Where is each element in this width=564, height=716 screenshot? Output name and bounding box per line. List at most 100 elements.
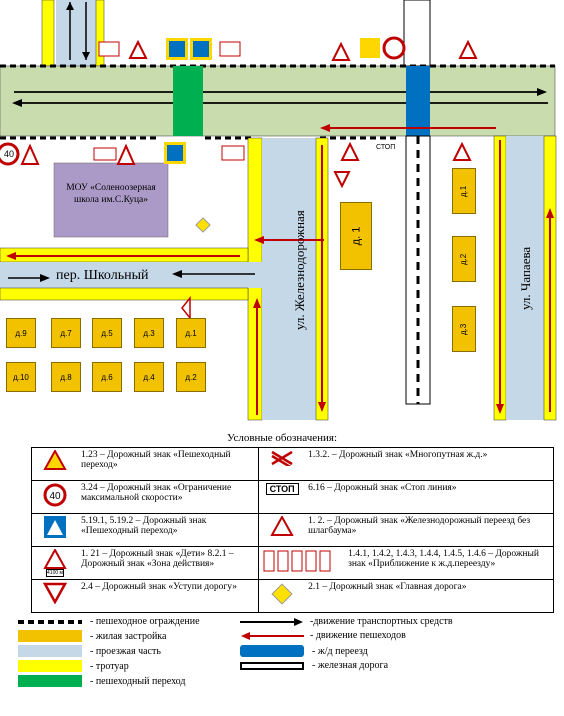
- house: д.2: [176, 362, 206, 392]
- key-railway: - железная дорога: [240, 660, 388, 671]
- key-label: - жилая застройка: [90, 630, 167, 642]
- pedestrian-crossing-icon: [35, 516, 75, 538]
- street-zheleznodorozhnaya-label: ул. Железнодорожная: [292, 210, 307, 330]
- legend-cell: 1.23 – Дорожный знак «Пешеходный переход…: [30, 447, 260, 481]
- key-housing: - жилая застройка: [18, 630, 166, 642]
- roadway: [56, 0, 96, 66]
- house-d1-big: д. 1: [340, 202, 372, 270]
- legend-text: 2.4 – Дорожный знак «Уступи дорогу»: [81, 582, 237, 592]
- legend-title: Условные обозначения:: [226, 432, 338, 444]
- house: д.6: [92, 362, 122, 392]
- legend-cell: 1.3.2. – Дорожный знак «Многопутная ж.д.…: [258, 447, 554, 481]
- house-label: д.6: [101, 372, 113, 382]
- legend-cell: 5.19.1, 5.19.2 – Дорожный знак «Пешеходн…: [30, 513, 260, 547]
- house-label: д.3: [143, 328, 155, 338]
- house: д.9: [6, 318, 36, 348]
- give-way-icon: [35, 582, 75, 604]
- key-vehicle-movement: -движение транспортных средств: [240, 616, 453, 627]
- stop-line-label: СТОП: [376, 144, 396, 151]
- multitrack-railway-icon: [262, 450, 302, 466]
- legend-cell: 2.4 – Дорожный знак «Уступи дорогу»: [30, 579, 260, 613]
- key-label: - пешеходный переход: [90, 675, 186, 687]
- sidewalk: [41, 0, 55, 67]
- children-sign-icon: 4100 м: [35, 549, 75, 577]
- sign-row-mid: [0, 141, 472, 321]
- key-crossing: - пешеходный переход: [18, 675, 185, 687]
- legend-text: 1.3.2. – Дорожный знак «Многопутная ж.д.…: [308, 450, 488, 460]
- sign-row-top: [98, 36, 478, 61]
- house-label: д. 1: [350, 226, 362, 246]
- house-label: д.5: [101, 328, 113, 338]
- house-label: д.10: [13, 372, 29, 382]
- key-label: - пешеходное ограждение: [90, 616, 200, 627]
- key-label: - ж/д переезд: [312, 645, 368, 657]
- key-label: - проезжая часть: [90, 645, 161, 657]
- legend-text: 1. 21 – Дорожный знак «Дети» 8.2.1 – Дор…: [81, 549, 234, 569]
- speed-limit-icon: 40: [35, 483, 75, 507]
- house-right: д.1: [452, 168, 476, 214]
- legend-row: 5.19.1, 5.19.2 – Дорожный знак «Пешеходн…: [30, 513, 554, 547]
- house: д.5: [92, 318, 122, 348]
- key-roadway: - проезжая часть: [18, 645, 161, 657]
- legend-cell: 1.4.1, 1.4.2, 1.4.3, 1.4.4, 1.4.5, 1.4.6…: [258, 546, 554, 580]
- school-label: МОУ «Соленоозерная школа им.С.Куца»: [66, 183, 156, 205]
- railway-approach-icon: [262, 549, 342, 573]
- map-canvas: [0, 0, 557, 421]
- legend-text: 3.24 – Дорожный знак «Ограничение максим…: [81, 483, 232, 503]
- rail-crossing: [406, 66, 430, 136]
- house-label: д.7: [60, 328, 72, 338]
- legend-row: 40 3.24 – Дорожный знак «Ограничение мак…: [30, 480, 554, 514]
- house-label: д.4: [143, 372, 155, 382]
- railway-crossing-no-barrier-icon: [262, 516, 302, 536]
- house-label: д.1: [459, 185, 469, 197]
- house: д.3: [134, 318, 164, 348]
- key-pedestrian-movement: - движение пешеходов: [240, 630, 406, 641]
- street-shkolny-label: пер. Школьный: [56, 268, 149, 283]
- zone-plate: 4100 м: [46, 569, 64, 577]
- house: д.4: [134, 362, 164, 392]
- house-right: д.3: [452, 306, 476, 352]
- key-label: - движение пешеходов: [310, 630, 406, 641]
- scheme-map: 40 СТОП МОУ «Соленоозерная школа им.С.Ку…: [0, 0, 557, 421]
- legend-text: 1.4.1, 1.4.2, 1.4.3, 1.4.4, 1.4.5, 1.4.6…: [348, 549, 539, 569]
- house: д.1: [176, 318, 206, 348]
- key-pedestrian-fence: - пешеходное ограждение: [18, 616, 200, 627]
- legend-row: 4100 м 1. 21 – Дорожный знак «Дети» 8.2.…: [30, 546, 554, 580]
- house: д.7: [51, 318, 81, 348]
- house-right: д.2: [452, 236, 476, 282]
- speed-limit-value: 40: [49, 491, 61, 502]
- speed-limit-value: 40: [3, 149, 14, 159]
- legend-cell: 4100 м 1. 21 – Дорожный знак «Дети» 8.2.…: [30, 546, 260, 580]
- legend-text: 5.19.1, 5.19.2 – Дорожный знак «Пешеходн…: [81, 516, 207, 536]
- main-roadway: [0, 65, 556, 137]
- legend-cell: СТОП 6.16 – Дорожный знак «Стоп линия»: [258, 480, 554, 514]
- house-label: д.9: [15, 328, 27, 338]
- stop-line-icon: СТОП: [262, 483, 302, 495]
- school-building: [53, 162, 169, 238]
- street-chapaeva-label: ул. Чапаева: [518, 246, 533, 310]
- pedestrian-crossing-warning-icon: [35, 450, 75, 470]
- house-label: д.3: [459, 323, 469, 335]
- legend-cell: 40 3.24 – Дорожный знак «Ограничение мак…: [30, 480, 260, 514]
- house-label: д.2: [459, 253, 469, 265]
- legend-cell: 1. 2. – Дорожный знак «Железнодорожный п…: [258, 513, 554, 547]
- key-label: - железная дорога: [312, 660, 389, 671]
- key-label: -движение транспортных средств: [310, 616, 453, 627]
- legend-table: 1.23 – Дорожный знак «Пешеходный переход…: [30, 447, 554, 613]
- house-label: д.1: [185, 328, 197, 338]
- key-sidewalk: - тротуар: [18, 660, 129, 672]
- house-label: д.8: [60, 372, 72, 382]
- house-label: д.2: [185, 372, 197, 382]
- legend-text: 1. 2. – Дорожный знак «Железнодорожный п…: [308, 516, 531, 536]
- legend-row: 1.23 – Дорожный знак «Пешеходный переход…: [30, 447, 554, 481]
- key-rail-crossing: - ж/д переезд: [240, 645, 368, 657]
- legend-row: 2.4 – Дорожный знак «Уступи дорогу» 2.1 …: [30, 579, 554, 613]
- key-label: - тротуар: [90, 660, 129, 672]
- house: д.10: [6, 362, 36, 392]
- main-road-icon: [262, 582, 302, 606]
- stop-line-text: СТОП: [265, 483, 299, 495]
- legend-text: 2.1 – Дорожный знак «Главная дорога»: [308, 582, 467, 592]
- pedestrian-crossing: [173, 66, 203, 136]
- legend-text: 6.16 – Дорожный знак «Стоп линия»: [308, 483, 457, 493]
- legend-text: 1.23 – Дорожный знак «Пешеходный переход…: [81, 450, 231, 470]
